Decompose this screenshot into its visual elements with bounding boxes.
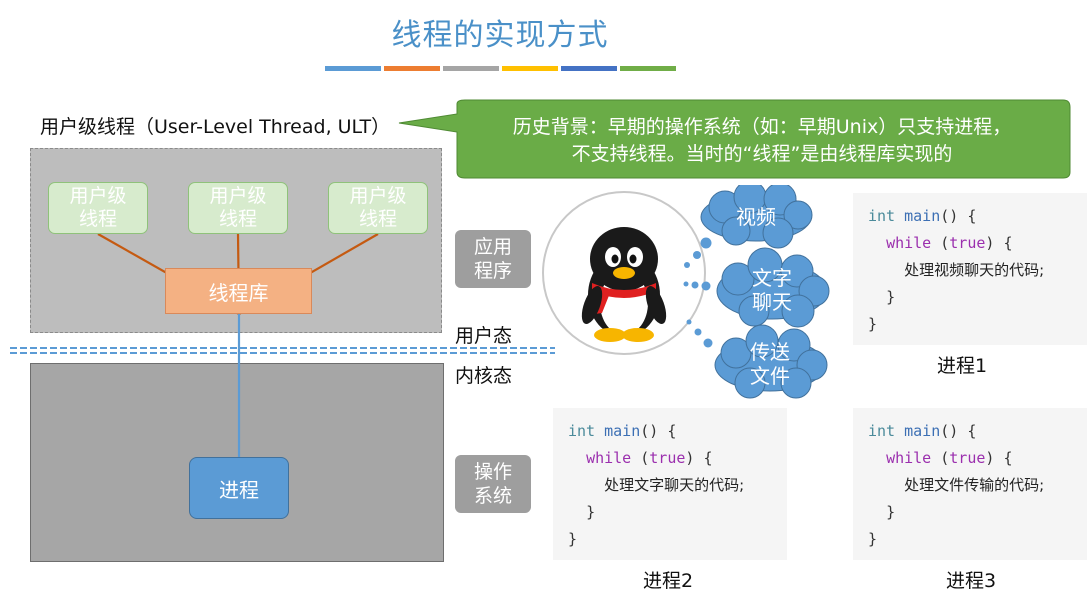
code-token: ( xyxy=(931,449,950,467)
history-callout-shape xyxy=(398,99,1071,179)
code-token: ( xyxy=(931,234,950,252)
code-token: () { xyxy=(940,422,977,440)
code-token: } xyxy=(586,503,596,521)
code-line: int main() { xyxy=(868,203,1087,230)
code-line: int main() { xyxy=(568,418,787,445)
code-token: } xyxy=(568,530,578,548)
history-callout: 历史背景：早期的操作系统（如：早期Unix）只支持进程， 不支持线程。当时的“线… xyxy=(462,114,1062,168)
user-level-thread-1: 用户级线程 xyxy=(48,182,148,234)
code-token: ( xyxy=(631,449,650,467)
code-token: int xyxy=(868,207,896,225)
code-token: } xyxy=(868,315,878,333)
cloud-file-label: 传送 文件 xyxy=(730,340,810,388)
title-bar-segment xyxy=(325,66,381,71)
kernel-mode-label: 内核态 xyxy=(455,365,513,387)
user-level-thread-2: 用户级线程 xyxy=(188,182,288,234)
os-label-line2: 系统 xyxy=(473,485,512,507)
code-line: } xyxy=(868,284,1087,311)
code-line: } xyxy=(568,499,787,526)
ult-label-line2: 线程 xyxy=(358,208,397,230)
ult-label-line1: 用户级 xyxy=(209,185,267,207)
code-line: 处理视频聊天的代码; xyxy=(868,257,1087,284)
code-token: 处理视频聊天的代码; xyxy=(904,261,1045,279)
cloud-chat-line1: 文字 xyxy=(752,266,792,290)
cloud-file-line2: 文件 xyxy=(750,364,790,388)
ult-label-line2: 线程 xyxy=(218,208,257,230)
code-token: int xyxy=(868,422,896,440)
application-label: 应用程序 xyxy=(455,230,531,288)
cloud-chat-line2: 聊天 xyxy=(752,290,792,314)
code-token: while xyxy=(886,234,932,252)
callout-line-1: 历史背景：早期的操作系统（如：早期Unix）只支持进程， xyxy=(512,116,1012,138)
application-label-line1: 应用 xyxy=(473,236,512,258)
code-token: while xyxy=(586,449,632,467)
code-line: } xyxy=(868,311,1087,338)
code-token: true xyxy=(949,449,986,467)
user-level-thread-3: 用户级线程 xyxy=(328,182,428,234)
code-line: while (true) { xyxy=(568,445,787,472)
code-token: true xyxy=(649,449,686,467)
os-label: 操作系统 xyxy=(455,455,531,513)
ult-label-line2: 线程 xyxy=(78,208,117,230)
code-token: () { xyxy=(640,422,677,440)
code-line: 处理文字聊天的代码; xyxy=(568,472,787,499)
code-line: int main() { xyxy=(868,418,1087,445)
code-token: 处理文字聊天的代码; xyxy=(604,476,745,494)
ult-label-line1: 用户级 xyxy=(69,185,127,207)
code-token: true xyxy=(949,234,986,252)
page-title: 线程的实现方式 xyxy=(391,18,609,53)
application-label-line2: 程序 xyxy=(473,260,512,282)
title-bar-segment xyxy=(561,66,617,71)
process-1-label: 进程1 xyxy=(937,355,988,377)
code-token: 处理文件传输的代码; xyxy=(904,476,1045,494)
code-token: () { xyxy=(940,207,977,225)
ult-heading: 用户级线程（User-Level Thread, ULT） xyxy=(40,116,391,138)
code-line: } xyxy=(868,526,1087,553)
cloud-file-line1: 传送 xyxy=(750,340,790,364)
code-token: while xyxy=(886,449,932,467)
process-3-label: 进程3 xyxy=(946,570,997,592)
title-bar-segment xyxy=(620,66,676,71)
title-bar-segment xyxy=(384,66,440,71)
code-line: while (true) { xyxy=(868,445,1087,472)
thread-library-box: 线程库 xyxy=(165,268,312,314)
code-token: main xyxy=(604,422,641,440)
cloud-video-line1: 视频 xyxy=(736,205,776,229)
code-token: ) { xyxy=(685,449,713,467)
code-token: } xyxy=(886,503,896,521)
code-token: } xyxy=(886,288,896,306)
title-bar-segment xyxy=(502,66,558,71)
process-box: 进程 xyxy=(189,457,289,519)
user-mode-label: 用户态 xyxy=(455,325,513,347)
code-token: } xyxy=(868,530,878,548)
callout-line-2: 不支持线程。当时的“线程”是由线程库实现的 xyxy=(571,143,953,165)
code-token: main xyxy=(904,207,941,225)
code-token: ) { xyxy=(985,234,1013,252)
code-line: } xyxy=(568,526,787,553)
ult-label-line1: 用户级 xyxy=(349,185,407,207)
qq-penguin-icon xyxy=(542,185,830,399)
code-line: } xyxy=(868,499,1087,526)
code-token: main xyxy=(904,422,941,440)
code-line: while (true) { xyxy=(868,230,1087,257)
code-panel-process-2: int main() { while (true) { 处理文字聊天的代码; }… xyxy=(553,408,787,560)
code-token: int xyxy=(568,422,596,440)
code-panel-process-1: int main() { while (true) { 处理视频聊天的代码; }… xyxy=(853,193,1087,345)
cloud-video-label: 视频 xyxy=(716,205,796,229)
cloud-chat-label: 文字 聊天 xyxy=(732,266,812,314)
title-bar-segment xyxy=(443,66,499,71)
code-token: ) { xyxy=(985,449,1013,467)
code-line: 处理文件传输的代码; xyxy=(868,472,1087,499)
os-label-line1: 操作 xyxy=(473,461,512,483)
process-2-label: 进程2 xyxy=(643,570,694,592)
code-panel-process-3: int main() { while (true) { 处理文件传输的代码; }… xyxy=(853,408,1087,560)
